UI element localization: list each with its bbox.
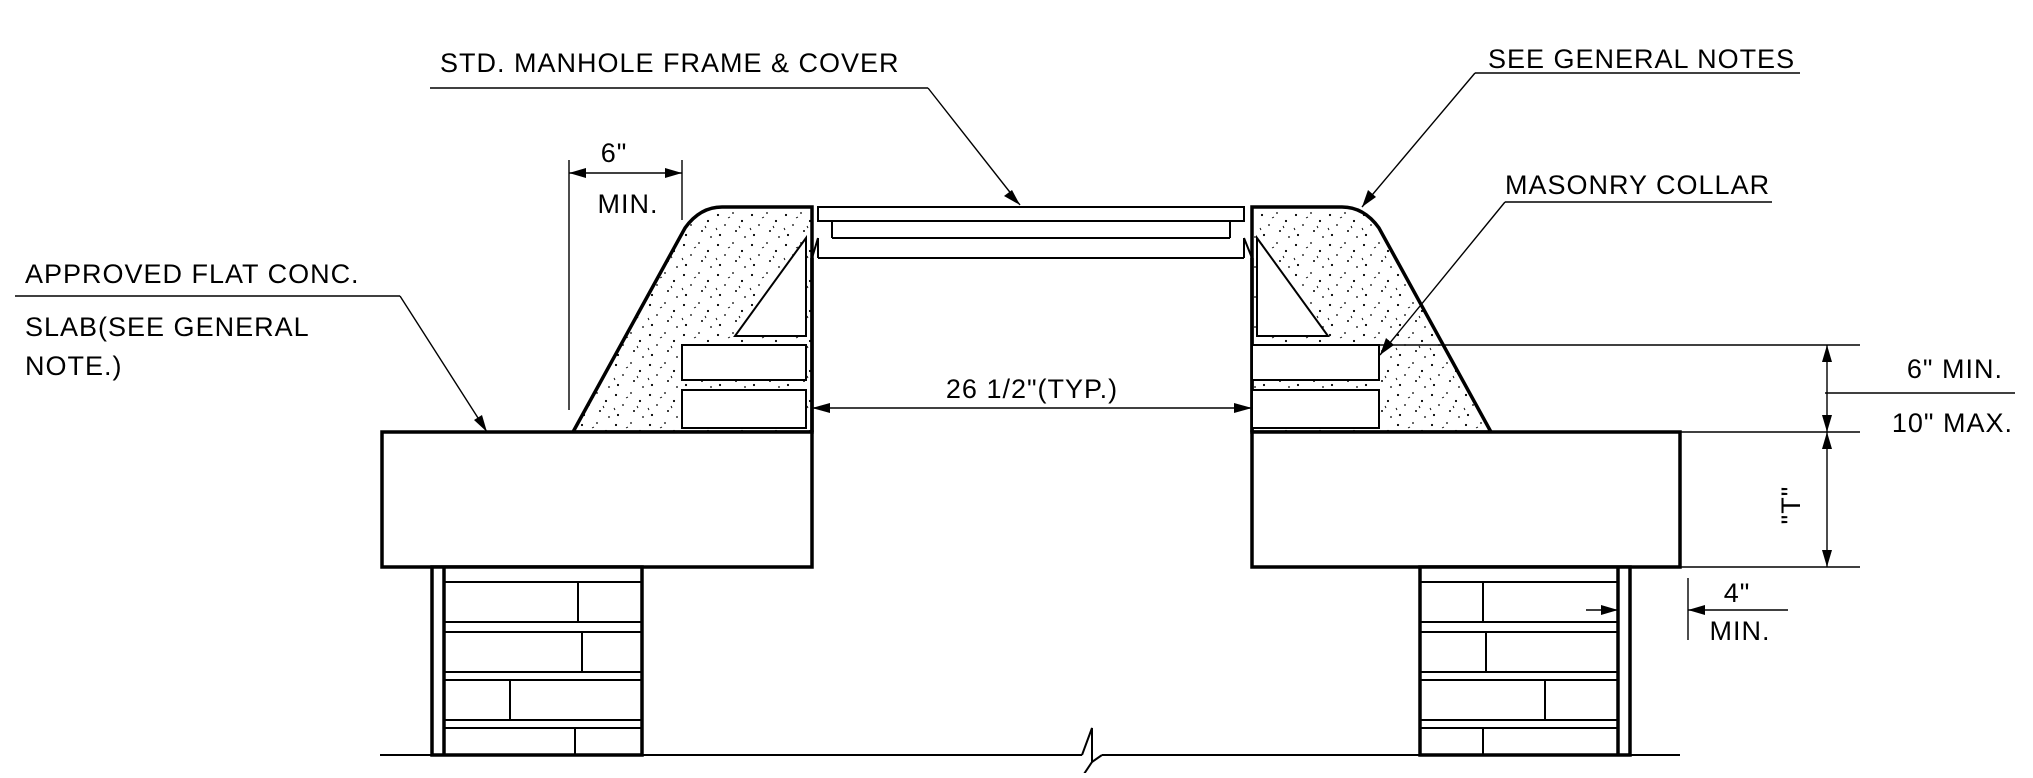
- dim-collar-width-qualifier: MIN.: [598, 189, 659, 219]
- dim-vertical-right: [1379, 344, 2015, 568]
- leader-slab: [15, 295, 488, 433]
- brick-wall-right: [1418, 565, 1632, 757]
- dim-bearing: [1586, 578, 1788, 640]
- dim-collar-width: [568, 160, 683, 410]
- concrete-slab: [380, 430, 1682, 569]
- dim-opening-width: [812, 403, 1252, 413]
- frame-flange-right: [1256, 234, 1330, 337]
- ground-break-line: [380, 727, 1680, 778]
- dim-bearing-value: 4": [1724, 578, 1751, 608]
- leader-general-notes: [1361, 72, 1800, 208]
- label-masonry-collar: MASONRY COLLAR: [1505, 170, 1770, 200]
- leader-frame-cover: [430, 87, 1021, 206]
- label-general-notes: SEE GENERAL NOTES: [1488, 44, 1795, 74]
- label-slab-line-1: APPROVED FLAT CONC.: [25, 259, 360, 289]
- dim-collar-width-value: 6": [601, 138, 628, 168]
- dim-slab-thickness: "T": [1776, 486, 1806, 525]
- dim-opening-width-value: 26 1/2"(TYP.): [946, 374, 1118, 404]
- dim-collar-height-min: 6" MIN.: [1907, 354, 2003, 384]
- dim-bearing-qualifier: MIN.: [1710, 616, 1771, 646]
- collar-bricks: [681, 344, 1380, 429]
- dim-collar-height-max: 10" MAX.: [1892, 408, 2013, 438]
- label-frame-cover: STD. MANHOLE FRAME & COVER: [440, 48, 900, 78]
- label-slab-line-2: SLAB(SEE GENERAL: [25, 312, 310, 342]
- manhole-frame: [733, 206, 1330, 432]
- leader-masonry-collar: [1379, 201, 1772, 356]
- brick-wall-left: [430, 565, 644, 757]
- label-slab-line-3: NOTE.): [25, 351, 123, 381]
- frame-flange-left: [733, 234, 807, 337]
